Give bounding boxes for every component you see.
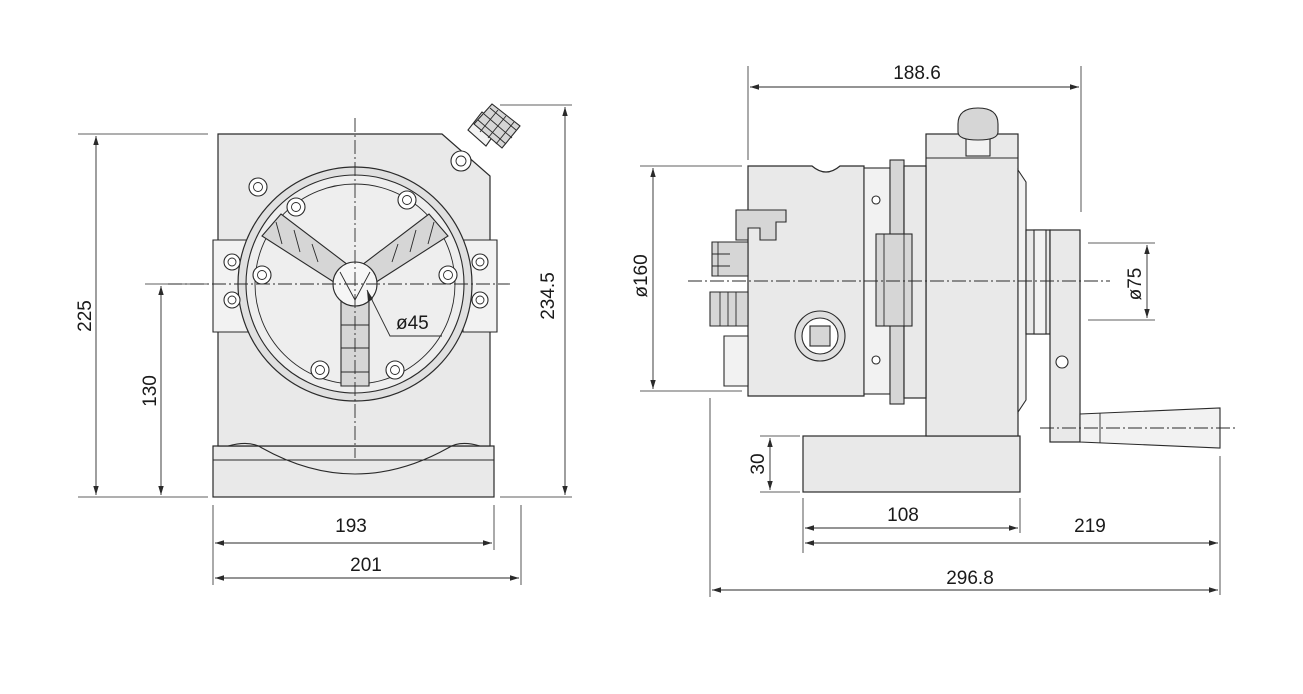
side-column [925, 133, 1019, 437]
dim-hub-dia: ø75 [1125, 268, 1146, 301]
dim-handle-length: 219 [1074, 516, 1106, 537]
dim-chuck-dia: ø160 [631, 254, 652, 297]
dim-center-height: 130 [140, 375, 161, 407]
corner-bolts [248, 150, 472, 197]
dim-overall-width: 201 [350, 555, 382, 576]
dim-top-length: 188.6 [893, 63, 941, 84]
chuck-bolts [252, 190, 458, 380]
front-base [212, 445, 495, 498]
key-socket-icon [794, 310, 846, 362]
crank-handle [1049, 229, 1221, 449]
dim-overall-length: 296.8 [946, 568, 994, 589]
knurled-knob-icon [467, 103, 521, 149]
dim-overall-height: 234.5 [538, 272, 559, 320]
chuck-jaws [261, 213, 449, 387]
dim-base-width: 193 [335, 516, 367, 537]
dim-bore-label: ø45 [396, 313, 429, 334]
side-hub [1025, 229, 1051, 335]
side-view: 188.6 ø160 ø75 30 108 219 296.8 [631, 63, 1238, 597]
dim-total-height: 225 [75, 300, 96, 332]
side-base [802, 435, 1021, 493]
side-jaws [709, 209, 787, 387]
front-view: ø45 225 130 234.5 193 201 [75, 103, 572, 585]
top-knob-icon [957, 107, 999, 157]
dim-base-height: 30 [748, 453, 769, 474]
flange-holes [223, 253, 489, 309]
dim-base-length: 108 [887, 505, 919, 526]
